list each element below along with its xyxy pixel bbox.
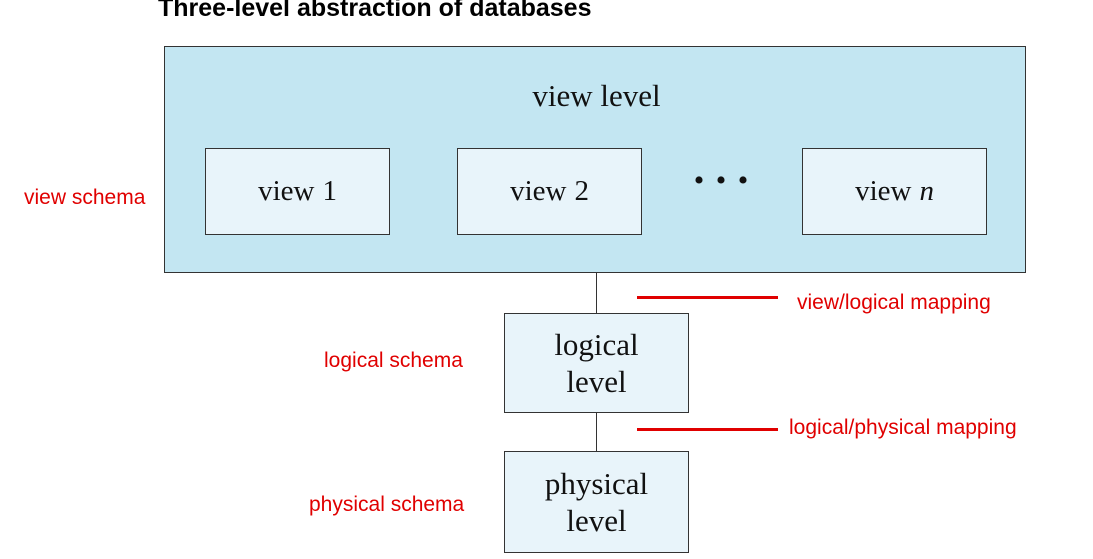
view-n-number: n bbox=[919, 175, 934, 207]
physical-level-line1: physical bbox=[544, 466, 649, 501]
view-1-number: 1 bbox=[322, 175, 337, 207]
view-1-box: view 1 bbox=[205, 148, 390, 235]
view-2-box: view 2 bbox=[457, 148, 642, 235]
view-2-prefix: view bbox=[510, 175, 567, 207]
view-2-number: 2 bbox=[574, 175, 589, 207]
view-n-prefix: view bbox=[855, 175, 912, 207]
physical-level-box: physical level bbox=[504, 451, 689, 553]
logical-physical-connector bbox=[596, 412, 597, 452]
logical-level-line1: logical bbox=[554, 327, 639, 362]
view-n-box: view n bbox=[802, 148, 987, 235]
view-logical-mapping-marker bbox=[637, 296, 778, 299]
view-schema-annotation: view schema bbox=[24, 186, 146, 209]
logical-level-box: logical level bbox=[504, 313, 689, 413]
view-1-prefix: view bbox=[258, 175, 315, 207]
logical-schema-annotation: logical schema bbox=[324, 349, 463, 372]
view-logical-mapping-annotation: view/logical mapping bbox=[797, 291, 991, 314]
physical-level-line2: level bbox=[566, 503, 627, 538]
logical-physical-mapping-marker bbox=[637, 428, 778, 431]
view-logical-connector bbox=[596, 273, 597, 314]
physical-schema-annotation: physical schema bbox=[309, 493, 465, 516]
ellipsis: • • • bbox=[693, 164, 751, 197]
logical-level-line2: level bbox=[566, 364, 627, 399]
view-level-label: view level bbox=[532, 78, 661, 113]
logical-physical-mapping-annotation: logical/physical mapping bbox=[789, 416, 1017, 439]
diagram-title: Three-level abstraction of databases bbox=[158, 0, 592, 22]
